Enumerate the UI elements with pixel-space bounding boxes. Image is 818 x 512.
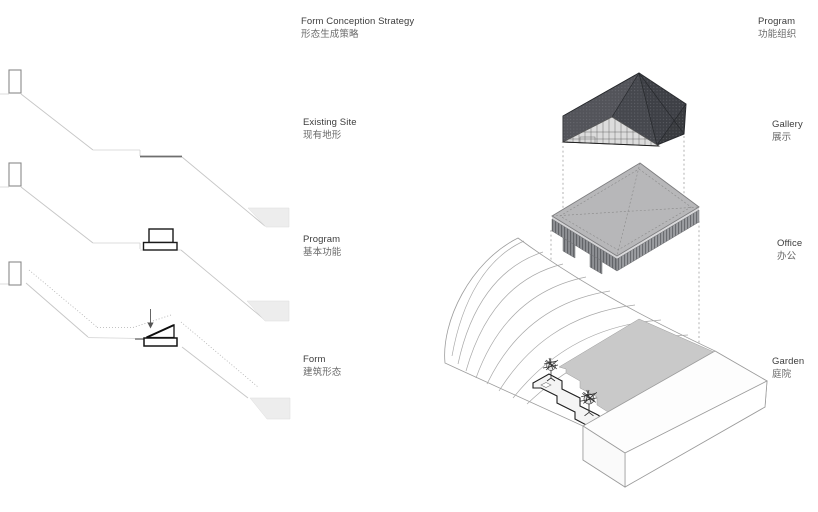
office-slab xyxy=(551,162,700,275)
building-base xyxy=(143,337,178,347)
left-panel-title: Form Conception Strategy 形态生成策略 xyxy=(301,15,414,41)
right-title-en: Program xyxy=(758,16,796,27)
building-mass-upper xyxy=(148,228,174,244)
step-label-form: Form 建筑形态 xyxy=(303,354,342,378)
planter xyxy=(540,382,552,388)
layer-label-gallery: Gallery 展示 xyxy=(772,119,803,143)
left-title-en: Form Conception Strategy xyxy=(301,16,415,27)
form-diagram xyxy=(0,261,291,420)
existing-site-diagram xyxy=(0,69,290,228)
gallery-roof xyxy=(561,72,687,147)
step-label-existing-site: Existing Site 现有地形 xyxy=(303,117,357,141)
ground-shade xyxy=(249,397,291,420)
ground-shade xyxy=(247,207,290,228)
layer-label-garden: Garden 庭院 xyxy=(772,356,805,380)
right-title-zh: 功能组织 xyxy=(758,29,797,40)
leg-block xyxy=(589,253,603,275)
leg-block xyxy=(562,237,576,259)
left-title-zh: 形态生成策略 xyxy=(301,29,359,40)
louver-face-right xyxy=(616,209,700,272)
site-bar-end xyxy=(582,425,626,488)
building-mass-base xyxy=(142,241,178,251)
ground-shade xyxy=(246,300,290,322)
tree-icon xyxy=(542,357,559,382)
garden-site xyxy=(444,237,768,488)
tree-icon xyxy=(579,389,598,417)
right-panel-title: Program 功能组织 xyxy=(758,15,796,41)
layer-label-office: Office 办公 xyxy=(777,238,803,262)
original-slope-dotted xyxy=(28,269,98,328)
program-diagram xyxy=(0,162,290,322)
step-label-program: Program 基本功能 xyxy=(303,234,342,258)
